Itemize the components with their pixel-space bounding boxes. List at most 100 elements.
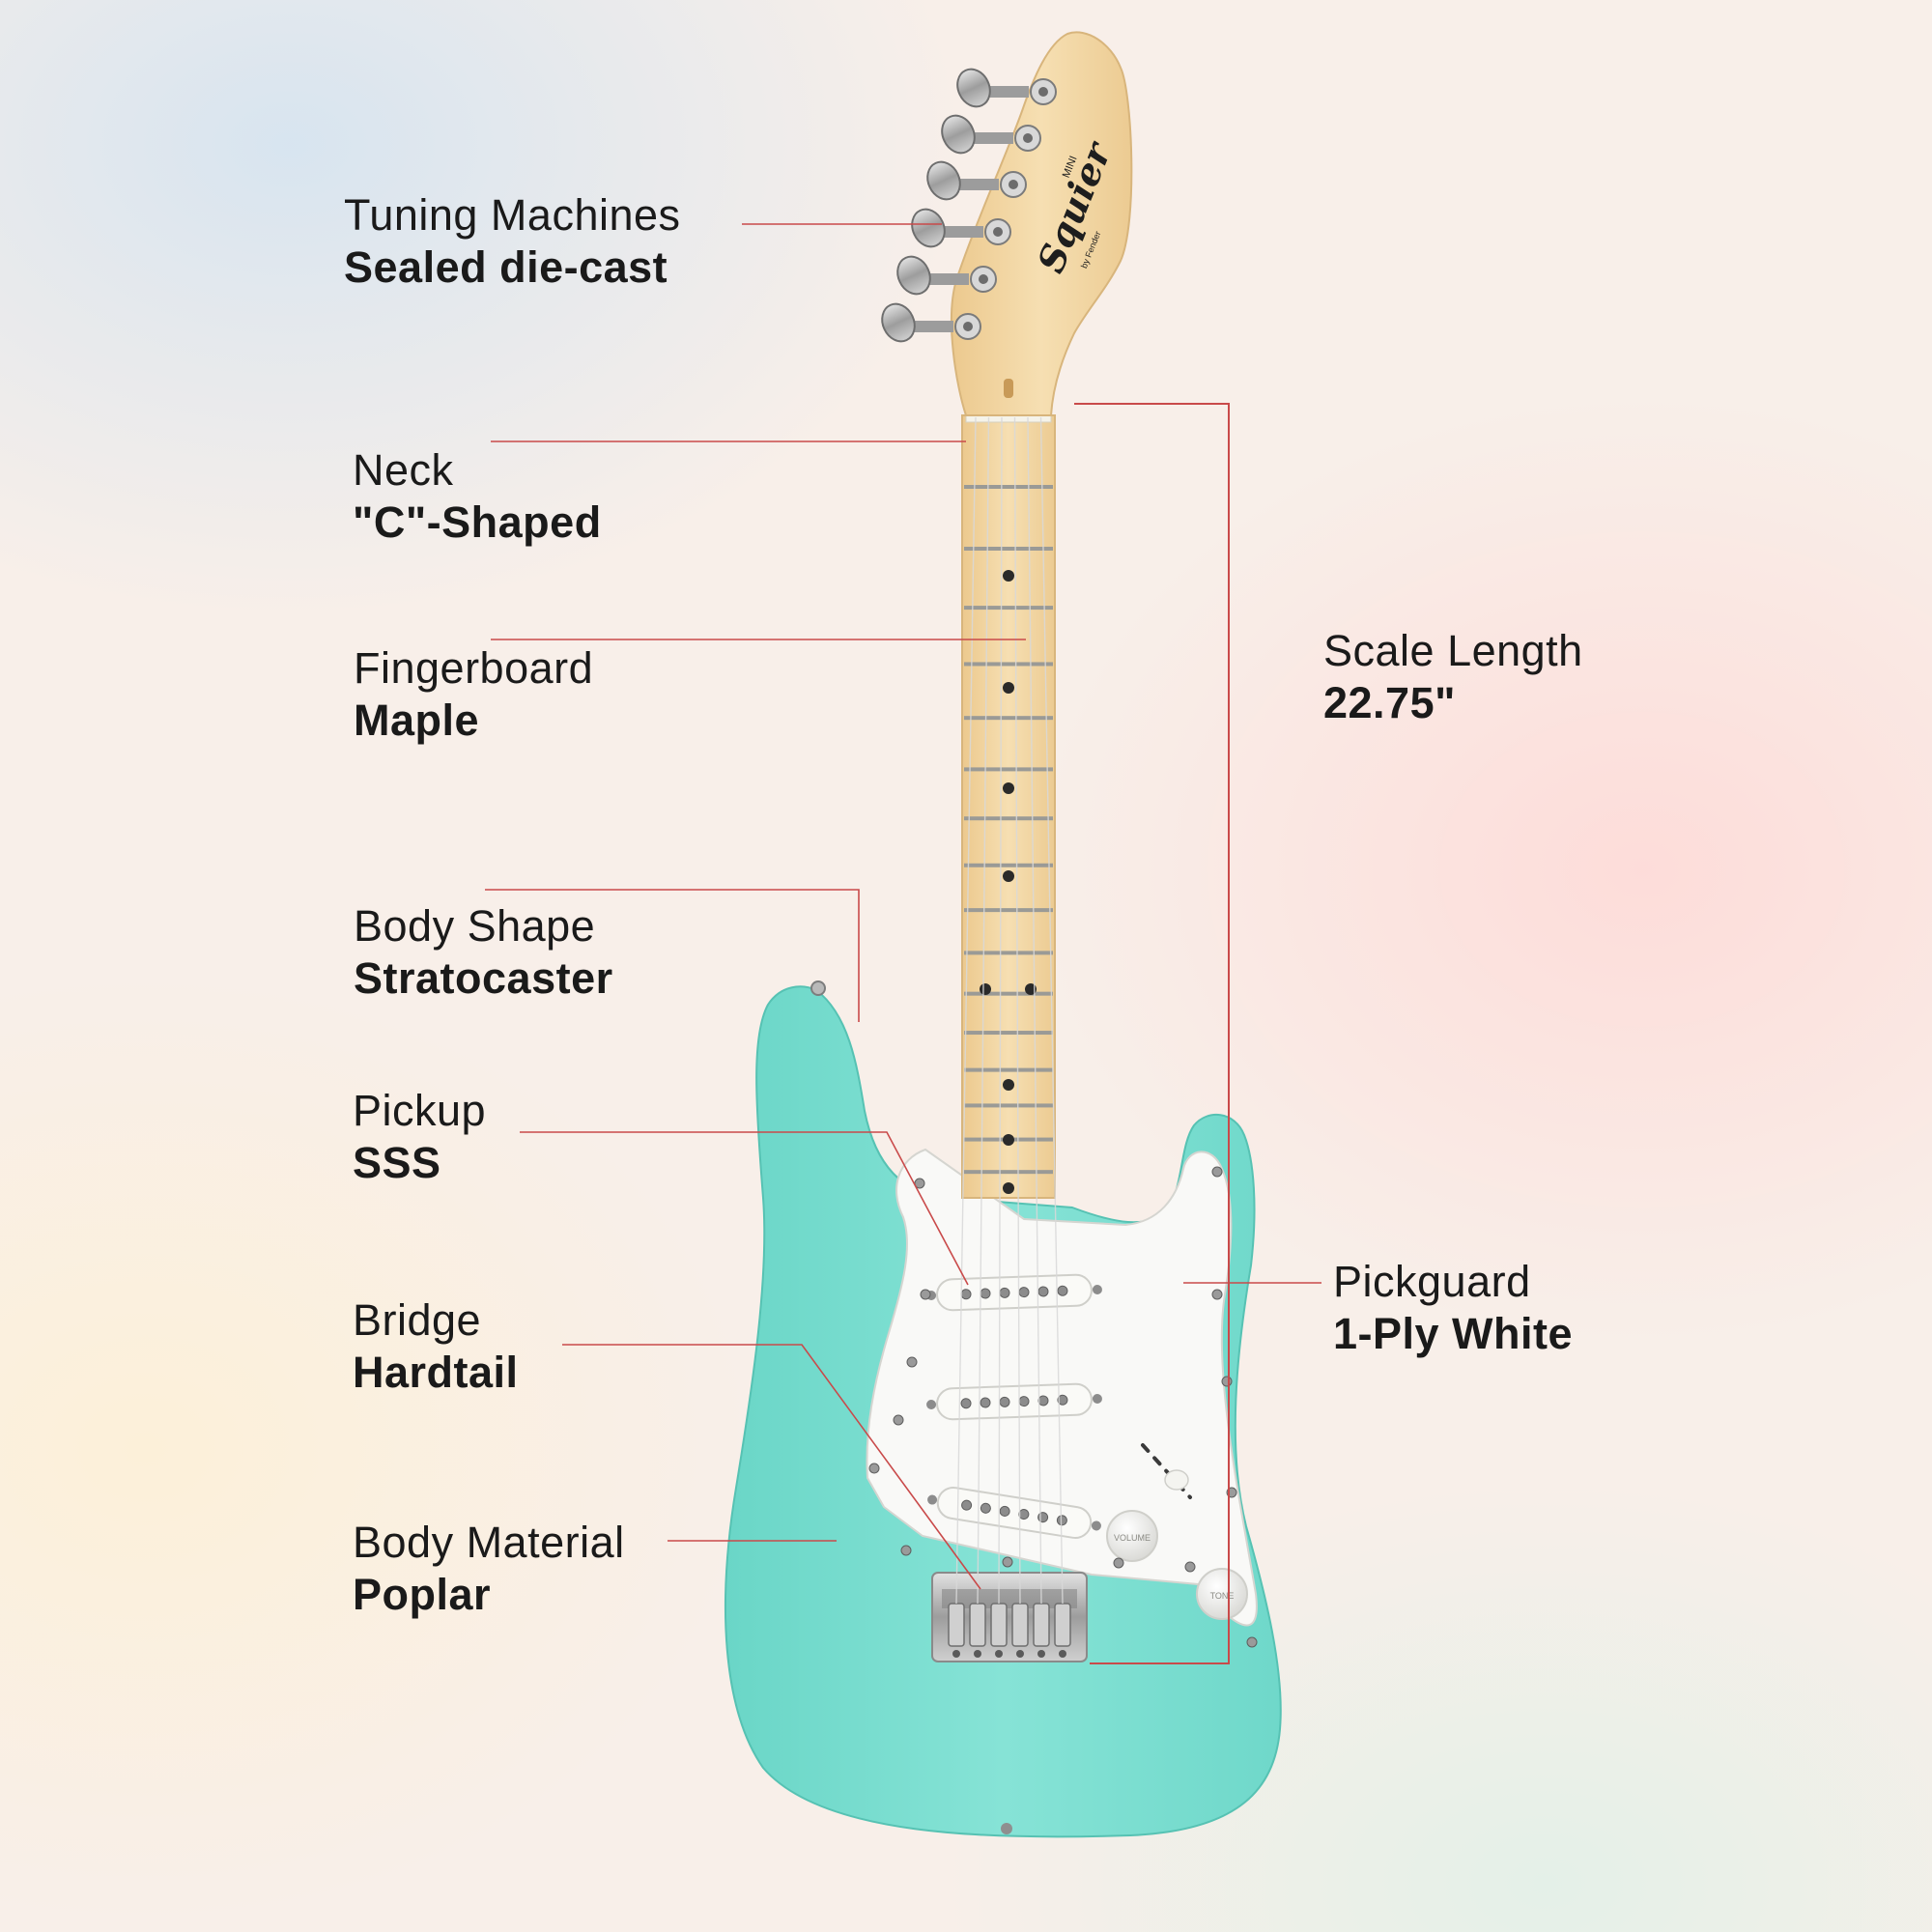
pole-piece xyxy=(999,1396,1010,1407)
pickup-selector-tip xyxy=(1164,1469,1189,1491)
callout-name: Body Material xyxy=(353,1518,625,1567)
fret xyxy=(964,1170,1053,1175)
fret xyxy=(964,606,1053,611)
pickguard-screw xyxy=(893,1414,904,1426)
tuning-peg xyxy=(896,255,997,296)
fret xyxy=(964,863,1053,867)
bridge-saddle xyxy=(990,1603,1008,1647)
inlay-dot xyxy=(1003,682,1014,694)
fret xyxy=(964,485,1053,489)
saddle-screw xyxy=(1059,1650,1066,1658)
callout-name: Body Shape xyxy=(354,901,596,951)
pickguard-screw xyxy=(1211,1289,1223,1300)
tuning-peg xyxy=(941,114,1041,155)
strap-button-bottom xyxy=(1001,1823,1012,1834)
fret xyxy=(964,1067,1053,1072)
callout-body-shape: Body Shape Stratocaster xyxy=(354,900,613,1005)
bridge-saddle xyxy=(948,1603,965,1647)
pickguard-screw xyxy=(1113,1557,1124,1569)
leader-body-shape xyxy=(485,889,860,1022)
fret xyxy=(964,991,1053,996)
pickup-screw xyxy=(927,1494,938,1505)
saddle-screw xyxy=(1016,1650,1024,1658)
middle-pickup xyxy=(926,1382,1102,1421)
callout-body-material: Body Material Poplar xyxy=(353,1517,625,1621)
callout-bridge: Bridge Hardtail xyxy=(353,1294,519,1399)
callout-name: Bridge xyxy=(353,1295,482,1345)
callout-value: "C"-Shaped xyxy=(353,497,602,547)
callout-name: Pickguard xyxy=(1333,1257,1531,1306)
callout-value: 22.75" xyxy=(1323,678,1456,727)
tuning-peg xyxy=(926,160,1027,201)
pickguard-screw xyxy=(900,1545,912,1556)
pickguard-screw xyxy=(1246,1636,1258,1648)
bridge-saddle xyxy=(1033,1603,1050,1647)
pickup-screw xyxy=(1091,1520,1101,1531)
tuning-peg xyxy=(911,208,1011,248)
frets xyxy=(964,485,1053,1175)
bridge-saddle xyxy=(969,1603,986,1647)
pickup-screw xyxy=(926,1400,937,1410)
fret xyxy=(964,1031,1053,1036)
strings xyxy=(955,416,1064,1605)
pole-piece xyxy=(1018,1287,1030,1298)
guitar-string xyxy=(1039,416,1064,1605)
pole-piece xyxy=(1037,1286,1049,1297)
volume-knob-label: VOLUME xyxy=(1114,1533,1151,1543)
leader-bridge xyxy=(562,1344,981,1590)
saddle-screw xyxy=(995,1650,1003,1658)
pole-piece xyxy=(999,1505,1010,1517)
pole-piece xyxy=(1037,1395,1049,1406)
callout-tuning-machines: Tuning Machines Sealed die-cast xyxy=(344,189,681,294)
pole-piece xyxy=(980,1502,991,1514)
guitar-string xyxy=(1027,416,1042,1605)
leader-pickup xyxy=(520,1131,969,1286)
pickguard-screw xyxy=(1211,1166,1223,1178)
pole-piece xyxy=(999,1287,1010,1298)
guitar-string xyxy=(998,416,1003,1605)
callout-value: Poplar xyxy=(353,1570,492,1619)
pickguard-screw xyxy=(1221,1376,1233,1387)
inlay-dot xyxy=(1003,1079,1014,1091)
saddle-screw xyxy=(974,1650,981,1658)
fret xyxy=(964,1103,1053,1108)
callout-value: 1-Ply White xyxy=(1333,1309,1574,1358)
pole-piece xyxy=(961,1499,973,1511)
callout-pickup: Pickup SSS xyxy=(353,1085,486,1189)
fret xyxy=(964,908,1053,913)
callout-value: Hardtail xyxy=(353,1348,519,1397)
pole-piece xyxy=(1057,1285,1068,1296)
fret-inlays xyxy=(980,570,1037,1194)
hardtail-bridge xyxy=(931,1572,1088,1662)
callout-scale-length: Scale Length 22.75" xyxy=(1323,625,1583,729)
callout-name: Scale Length xyxy=(1323,626,1583,675)
pole-piece xyxy=(1018,1396,1030,1407)
callout-value: Stratocaster xyxy=(354,953,613,1003)
pickguard-screw xyxy=(920,1289,931,1300)
pickguard-screws xyxy=(868,1166,1258,1648)
scale-length-bracket xyxy=(1074,403,1230,1664)
pole-piece xyxy=(980,1288,991,1299)
tuning-peg xyxy=(881,302,981,343)
pole-piece xyxy=(980,1397,991,1408)
pickguard-screw xyxy=(868,1463,880,1474)
tone-knob: TONE xyxy=(1196,1568,1248,1620)
leader-lines xyxy=(485,223,1321,1590)
fret xyxy=(964,951,1053,955)
volume-knob: VOLUME xyxy=(1106,1510,1158,1562)
inlay-dot xyxy=(1003,570,1014,582)
fret xyxy=(964,716,1053,721)
guitar-string xyxy=(977,416,990,1605)
bridge-saddle xyxy=(1011,1603,1029,1647)
pickup-screw xyxy=(1092,1284,1102,1294)
tuning-pegs xyxy=(881,68,1057,343)
pole-piece xyxy=(960,1398,972,1409)
bridge-saddle xyxy=(1054,1603,1071,1647)
callout-name: Pickup xyxy=(353,1086,487,1135)
callout-neck: Neck "C"-Shaped xyxy=(353,444,602,549)
guitar-string xyxy=(1013,416,1021,1605)
truss-rod-slot xyxy=(1004,379,1013,398)
pickguard-screw xyxy=(1184,1561,1196,1573)
pickguard-screw xyxy=(1002,1556,1013,1568)
